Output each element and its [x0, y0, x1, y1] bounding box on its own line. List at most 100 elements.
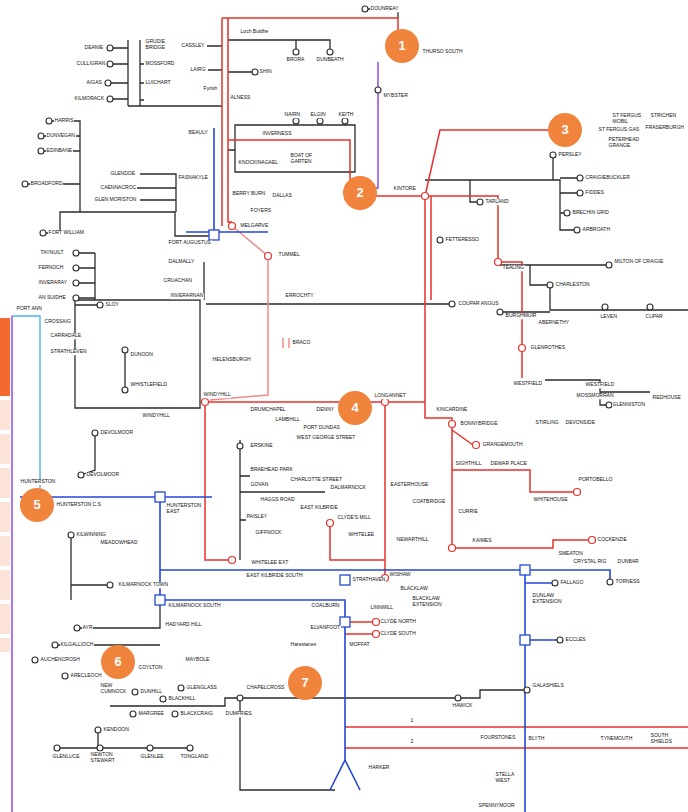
substation-dot — [78, 472, 84, 478]
station-label: HARRIS — [54, 118, 74, 124]
station-label: MELGARVE — [240, 223, 269, 229]
station-label: DUNBAR — [617, 559, 639, 565]
substation-dot — [327, 49, 333, 55]
substation-dot — [382, 399, 389, 406]
station-label: GLENDOE — [110, 171, 136, 177]
station-label: INVERNESS — [262, 131, 292, 137]
station-label: KNOCKINAGAEL — [238, 160, 279, 166]
station-label: DENNY — [316, 407, 335, 413]
station-label: INVERARAY — [38, 280, 68, 286]
station-label: PORTOBELLO — [578, 477, 613, 483]
station-label: HAGGS ROAD — [260, 497, 295, 503]
station-label: BEAULY — [188, 130, 209, 136]
station-label: TUMMEL — [278, 252, 300, 258]
station-label: DUNHILL — [140, 689, 163, 695]
substation-dot — [237, 443, 243, 449]
station-label: HUNTERSTON EAST — [166, 503, 197, 514]
substation-dot — [107, 61, 113, 67]
station-label: Fyrish — [203, 86, 218, 92]
station-label: DOUNREAY — [370, 6, 399, 12]
substation-dot — [557, 637, 563, 643]
substation-dot — [122, 387, 128, 393]
station-label: Harestanes — [290, 642, 317, 648]
substation-dots-red — [202, 193, 596, 638]
station-label: HUNTERSTON C.S — [56, 502, 102, 508]
station-label: CROSSAIG — [44, 319, 72, 325]
station-label: KENDOON — [103, 727, 129, 733]
station-label: CLYDE NORTH — [380, 619, 417, 625]
station-label: DUNVEGAN — [46, 133, 76, 139]
station-label: CULLIGRAN — [76, 61, 106, 67]
station-label: COUPAR ANGUS — [458, 301, 499, 307]
station-label: MYBSTER — [383, 93, 408, 99]
station-label: FOYERS — [250, 208, 272, 214]
station-label: STRATHLEVEN — [50, 349, 87, 355]
station-label: DEVONSIDE — [565, 420, 596, 426]
substation-dot — [373, 619, 380, 626]
substation-square — [520, 565, 530, 575]
station-label: DUNBEATH — [316, 57, 344, 63]
station-label: AIGAS — [86, 80, 102, 86]
subsea-link — [12, 316, 40, 497]
substation-dot — [317, 118, 323, 124]
station-label: DALMARNOCK — [330, 485, 366, 491]
substation-dot — [32, 657, 38, 663]
side-row — [0, 400, 10, 430]
station-label: KILMORACK — [74, 96, 105, 102]
substation-dot — [187, 745, 193, 751]
station-label: AYR — [82, 625, 93, 631]
substation-dot — [122, 347, 128, 353]
station-label: CHARLOTTE STREET — [290, 477, 343, 483]
station-label: PETERHEAD GRANGE — [608, 137, 641, 148]
station-label: MOFFAT — [349, 642, 370, 648]
station-label: WINDYHILL — [203, 392, 231, 398]
substation-dot — [97, 302, 103, 308]
circuit-132kv — [25, 9, 688, 790]
substation-dot — [52, 642, 58, 648]
station-label: BERRY BURN — [232, 191, 266, 197]
substation-dot — [422, 193, 429, 200]
station-label: EAST KILBRIDE SOUTH — [246, 573, 303, 579]
substation-dot — [107, 582, 113, 588]
station-label: MOSSFORD — [145, 61, 175, 67]
station-label: PORT ANN — [16, 306, 43, 312]
substation-dot — [107, 96, 113, 102]
substation-dot — [449, 421, 456, 428]
callout-disc — [101, 645, 135, 679]
station-label: KILGALLIOCH — [60, 642, 94, 648]
station-label: ELGIN — [310, 112, 326, 118]
substation-dot — [607, 579, 613, 585]
substation-dot — [477, 199, 483, 205]
station-label: DEWAR PLACE — [490, 461, 527, 467]
station-label: KEITH — [338, 112, 354, 118]
station-label: GLENLEE — [140, 754, 164, 760]
hvdc-link — [12, 62, 378, 812]
substation-square — [155, 492, 165, 502]
station-label: DEVOLMOOR — [86, 472, 120, 478]
substation-square — [209, 230, 219, 240]
station-label: FASNAKYLE — [178, 175, 208, 181]
station-label: ECCLES — [565, 637, 586, 643]
substation-dot — [107, 45, 113, 51]
station-label: GLENROTHES — [530, 345, 566, 351]
callout-badge: 4 — [338, 391, 372, 425]
station-label: BLACKLAW — [400, 586, 428, 592]
substation-dot — [552, 580, 558, 586]
station-label: HARKER — [368, 765, 390, 771]
callout-disc — [20, 488, 54, 522]
side-row — [0, 638, 10, 652]
station-label: BRAEHEAD PARK — [250, 467, 293, 473]
station-label: BROADFORD — [30, 181, 63, 187]
side-row — [0, 434, 10, 464]
substation-square — [520, 635, 530, 645]
station-label: GALASHIELS — [532, 683, 564, 689]
circuit-number: 2 — [410, 739, 414, 745]
station-label: FETTERESSO — [445, 237, 480, 243]
substation-dot — [564, 210, 570, 216]
callout-badge: 2 — [343, 176, 377, 210]
station-label: CRUACHAN — [163, 278, 193, 284]
substation-dot — [130, 711, 136, 717]
callout-disc — [548, 113, 582, 147]
station-label: CHARLESTON — [555, 282, 590, 288]
substation-dots — [22, 6, 653, 751]
